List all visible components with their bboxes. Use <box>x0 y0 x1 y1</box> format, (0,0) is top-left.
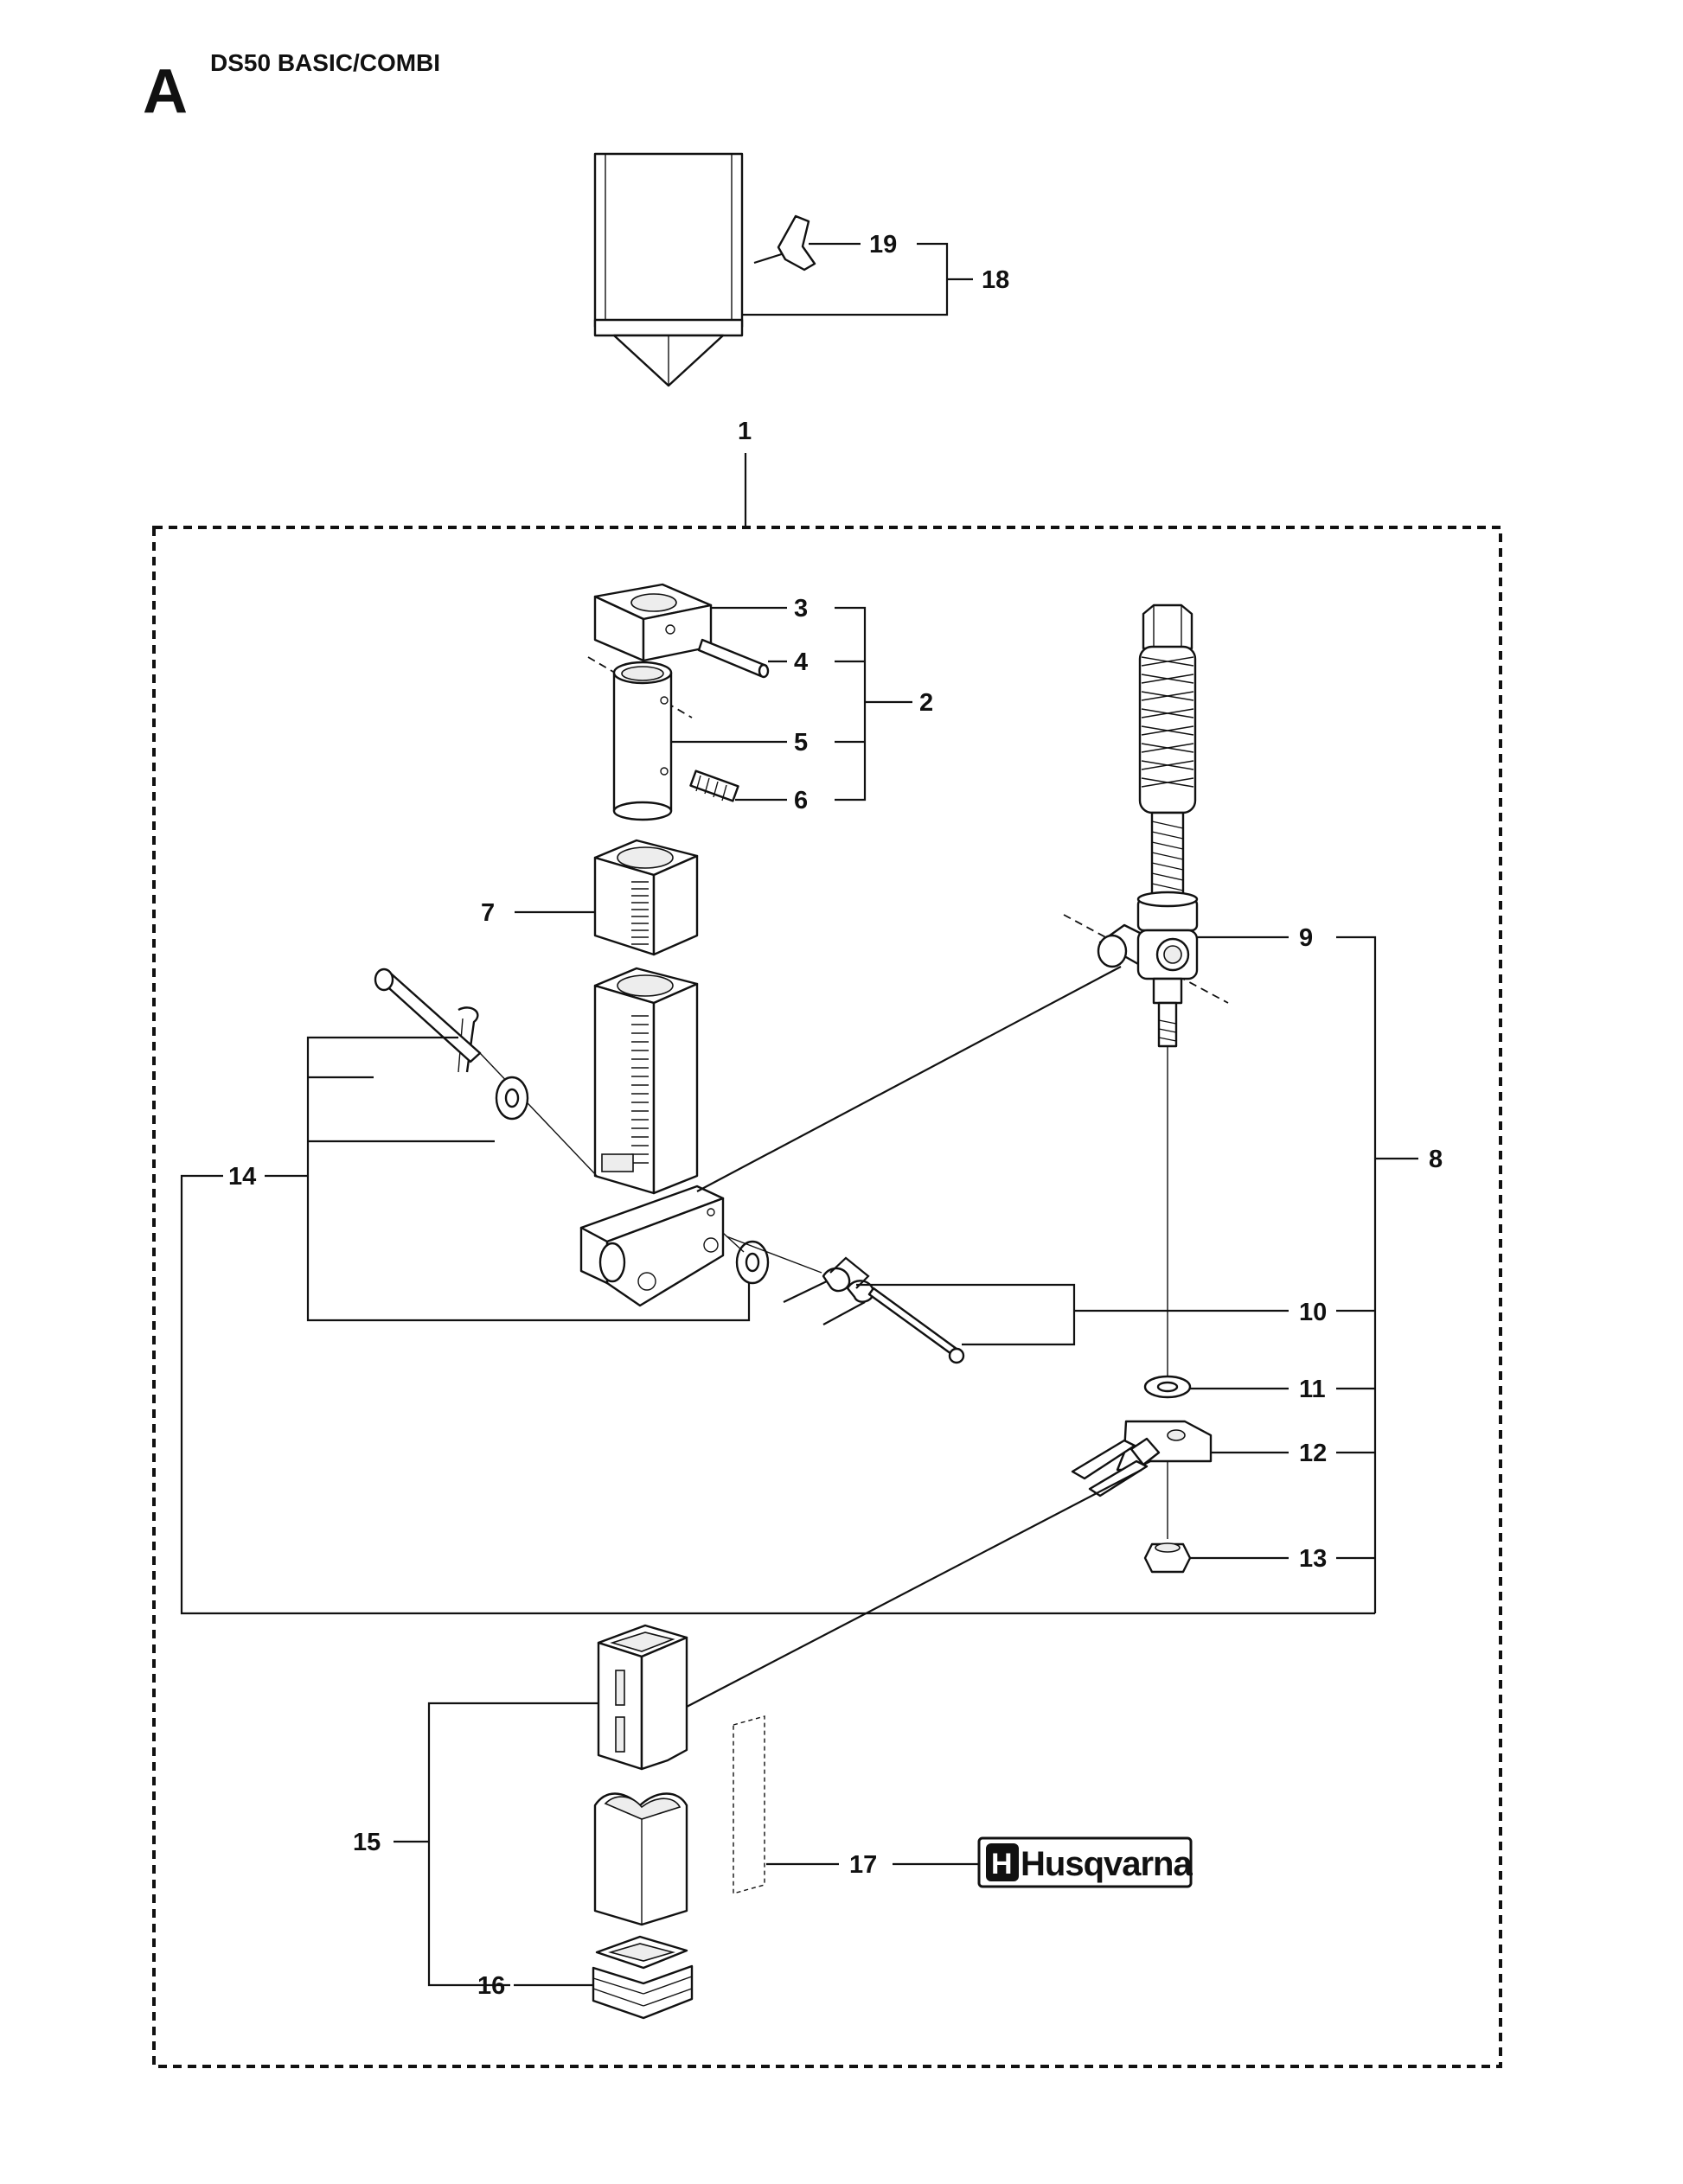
callout-15: 15 <box>353 1829 381 1856</box>
part-5-tube <box>587 656 693 821</box>
callout-2: 2 <box>919 689 933 717</box>
logo-mark: H <box>991 1848 1013 1881</box>
callout-1: 1 <box>738 418 752 445</box>
part-4-pin <box>697 638 770 679</box>
callout-5: 5 <box>794 729 808 757</box>
part-17-decal <box>733 1715 765 1894</box>
part-13-nut <box>1143 1542 1192 1574</box>
callout-11: 11 <box>1299 1376 1326 1403</box>
part-11-washer <box>1143 1375 1192 1399</box>
callout-6: 6 <box>794 787 808 814</box>
logo-text: Husqvarna <box>1021 1845 1193 1883</box>
part-6-set-screw <box>689 770 739 802</box>
bracket-14 <box>306 1036 751 1322</box>
callout-19: 19 <box>869 231 897 259</box>
callout-17: 17 <box>849 1851 877 1879</box>
callout-9: 9 <box>1299 924 1313 952</box>
callout-18: 18 <box>982 266 1009 294</box>
model-title: DS50 BASIC/COMBI <box>210 49 440 76</box>
callout-10: 10 <box>1299 1299 1327 1326</box>
part-15-lower-tube <box>593 1469 1142 1926</box>
part-14-pin-set <box>374 967 770 1285</box>
callout-3: 3 <box>794 595 808 623</box>
leader-14-frame <box>180 1174 1375 1615</box>
part-3-collar <box>593 583 713 662</box>
part-10-spring-pin <box>726 1236 965 1364</box>
callout-8: 8 <box>1429 1146 1443 1173</box>
callout-16: 16 <box>477 1972 505 2000</box>
section-letter: A <box>143 57 188 126</box>
part-19-wing-screw <box>753 214 816 271</box>
column-with-base <box>579 967 725 1307</box>
callout-13: 13 <box>1299 1545 1327 1573</box>
callout-12: 12 <box>1299 1440 1327 1467</box>
connector-9-base <box>696 966 1122 1192</box>
bracket-8 <box>1336 936 1377 1613</box>
part-18-tube-holder <box>593 152 744 387</box>
part-9-clamp-screw <box>1063 603 1229 1397</box>
kit-boundary <box>152 526 1502 2068</box>
callout-4: 4 <box>794 648 808 676</box>
husqvarna-logo: H Husqvarna <box>977 1836 1193 1888</box>
part-7-rack-sleeve <box>593 839 699 956</box>
callout-7: 7 <box>481 899 495 927</box>
leader-18 <box>742 242 949 316</box>
part-16-end-cap <box>592 1935 694 2020</box>
callout-14: 14 <box>228 1163 256 1191</box>
bracket-15 <box>427 1702 598 1987</box>
bracket-10 <box>856 1283 1076 1346</box>
bracket-2 <box>835 606 867 801</box>
part-12-fork-clamp <box>1071 1420 1213 1539</box>
